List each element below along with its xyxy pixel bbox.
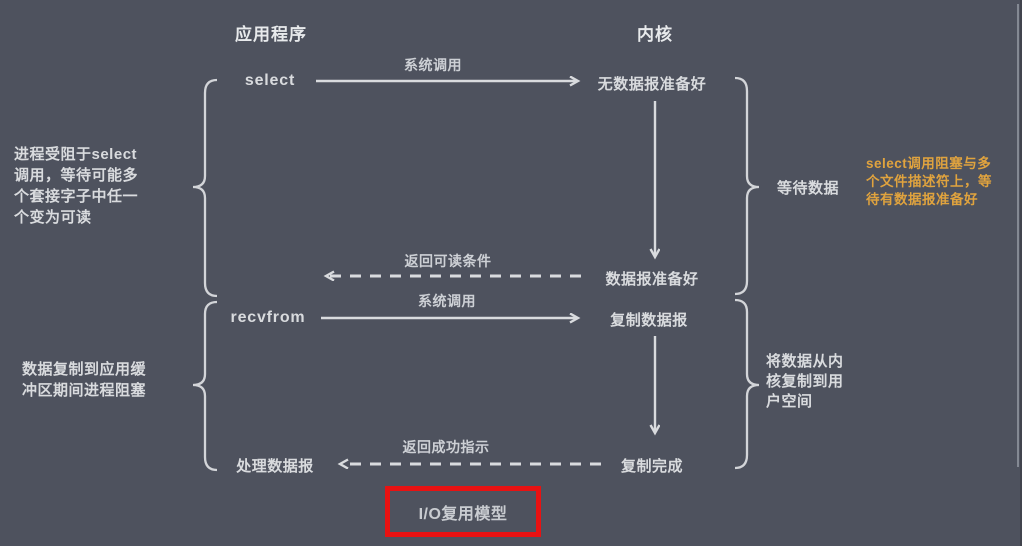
label-syscall-recvfrom: 系统调用 [418, 293, 476, 309]
label-return-readable: 返回可读条件 [404, 253, 492, 269]
node-copy-datagram: 复制数据报 [610, 312, 688, 329]
diagram-title: I/O复用模型 [418, 505, 508, 523]
scrollbar[interactable] [1017, 4, 1019, 467]
label-syscall-select: 系统调用 [404, 57, 462, 73]
annotation-select-blocked: 进程受阻于select 调用，等待可能多 个套接字子中任一 个变为可读 [14, 146, 139, 226]
node-recvfrom: recvfrom [230, 309, 306, 326]
header-application: 应用程序 [235, 25, 307, 44]
node-datagram-ready: 数据报准备好 [605, 271, 699, 288]
title-highlight-box: I/O复用模型 [385, 486, 541, 537]
header-kernel: 内核 [637, 25, 673, 44]
annotation-select-orange-note: select调用阻塞与多 个文件描述符上，等 待有数据报准备好 [866, 156, 992, 207]
annotation-copy-blocked: 数据复制到应用缓 冲区期间进程阻塞 [22, 361, 147, 399]
brace-right-copy [734, 298, 760, 470]
annotation-copy-kernel-user: 将数据从内 核复制到用 户空间 [766, 353, 844, 410]
node-process-datagram: 处理数据报 [236, 458, 314, 475]
annotation-wait-data: 等待数据 [777, 180, 840, 197]
brace-left-select [192, 78, 218, 298]
node-copy-complete: 复制完成 [620, 458, 684, 475]
label-return-success: 返回成功指示 [402, 439, 490, 455]
node-select: select [244, 72, 296, 89]
node-no-datagram-ready: 无数据报准备好 [597, 76, 707, 93]
right-edge-strip [1020, 0, 1022, 546]
brace-right-wait [734, 76, 760, 296]
bottom-border [0, 546, 1022, 548]
